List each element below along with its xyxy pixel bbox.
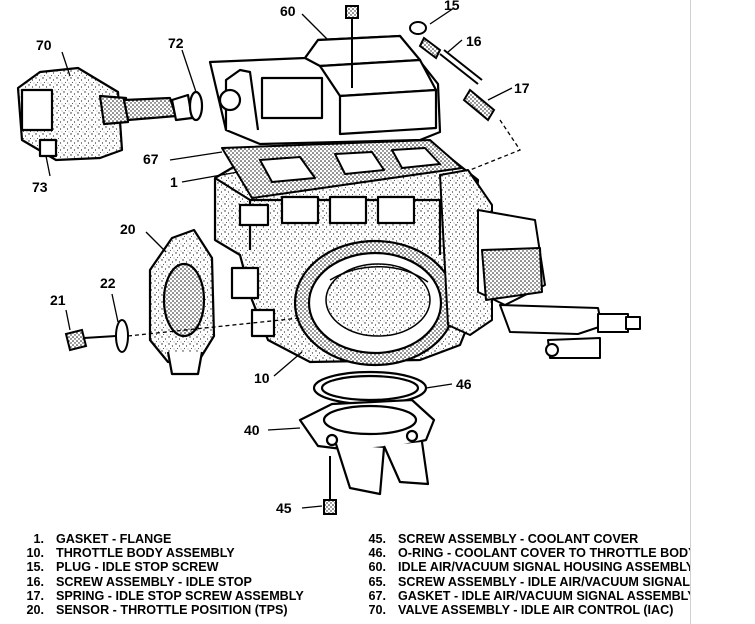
- legend-row: 67. GASKET - IDLE AIR/VACUUM SIGNAL ASSEM…: [358, 589, 690, 603]
- callout-60: 60: [280, 3, 296, 19]
- legend-number: 16.: [26, 574, 44, 589]
- idle-air-gasket: [221, 139, 463, 199]
- legend-number: 67.: [368, 588, 386, 603]
- tps-screw: [64, 328, 117, 352]
- callout-67: 67: [143, 151, 159, 167]
- legend-row: 60. IDLE AIR/VACUUM SIGNAL HOUSING ASSEMB…: [358, 560, 690, 574]
- legend-row: 1. GASKET - FLANGE: [16, 532, 346, 546]
- page-edge-divider: [690, 0, 691, 624]
- throttle-body-exploded-diagram: 60 15 16 17 70 72 67 1 73 20 22 21 10 46…: [16, 0, 641, 516]
- callout-22: 22: [100, 275, 116, 291]
- legend-row: 45. SCREW ASSEMBLY - COOLANT COVER: [358, 532, 690, 546]
- coolant-cover-screw: [323, 456, 337, 515]
- legend-number: 15.: [26, 560, 44, 575]
- idle-stop-parts: [409, 21, 496, 122]
- callout-15: 15: [444, 0, 460, 13]
- throttle-linkage: [439, 169, 641, 359]
- legend-description: SCREW ASSEMBLY - IDLE AIR/VACUUM SIGNAL: [398, 574, 690, 589]
- callout-40: 40: [244, 422, 260, 438]
- legend-row: 70. VALVE ASSEMBLY - IDLE AIR CONTROL (IA…: [358, 603, 690, 617]
- legend-column-left: 1. GASKET - FLANGE 10. THROTTLE BODY ASSEM…: [16, 532, 346, 617]
- callout-73: 73: [32, 179, 48, 195]
- throttle-body-assembly: [213, 148, 480, 367]
- legend-row: 46. O-RING - COOLANT COVER TO THROTTLE BO…: [358, 546, 690, 560]
- legend-description: VALVE ASSEMBLY - IDLE AIR CONTROL (IAC): [398, 602, 674, 617]
- coolant-cover: [298, 398, 436, 496]
- image-viewer: 60 15 16 17 70 72 67 1 73 20 22 21 10 46…: [16, 0, 690, 624]
- legend-number: 70.: [368, 602, 386, 617]
- legend-description: SENSOR - THROTTLE POSITION (TPS): [56, 602, 288, 617]
- callout-17: 17: [514, 80, 530, 96]
- iac-valve: [16, 66, 204, 162]
- legend-description: SPRING - IDLE STOP SCREW ASSEMBLY: [56, 588, 304, 603]
- legend-number: 1.: [33, 532, 44, 546]
- legend-number: 45.: [368, 532, 386, 546]
- legend-description: GASKET - IDLE AIR/VACUUM SIGNAL ASSEMBLY: [398, 588, 690, 603]
- callout-16: 16: [466, 33, 482, 49]
- legend-row: 17. SPRING - IDLE STOP SCREW ASSEMBLY: [16, 589, 346, 603]
- legend-description: IDLE AIR/VACUUM SIGNAL HOUSING ASSEMBLY: [398, 560, 690, 575]
- legend-number: 46.: [368, 546, 386, 561]
- legend-row: 10. THROTTLE BODY ASSEMBLY: [16, 546, 346, 560]
- legend-description: THROTTLE BODY ASSEMBLY: [56, 546, 235, 561]
- legend-row: 16. SCREW ASSEMBLY - IDLE STOP: [16, 575, 346, 589]
- parts-legend: 1. GASKET - FLANGE 10. THROTTLE BODY ASSEM…: [16, 532, 690, 624]
- legend-row: 65. SCREW ASSEMBLY - IDLE AIR/VACUUM SIGN…: [358, 575, 690, 589]
- callout-72: 72: [168, 35, 184, 51]
- legend-column-right: 45. SCREW ASSEMBLY - COOLANT COVER 46. O-R…: [358, 532, 690, 617]
- page-gutter: [690, 0, 755, 624]
- callout-70: 70: [36, 37, 52, 53]
- legend-description: SCREW ASSEMBLY - IDLE STOP: [56, 574, 252, 589]
- callout-21: 21: [50, 292, 66, 308]
- iac-housing: [208, 34, 442, 146]
- legend-row: 20. SENSOR - THROTTLE POSITION (TPS): [16, 603, 346, 617]
- legend-number: 60.: [368, 560, 386, 575]
- leader-lines: [45, 7, 521, 509]
- legend-number: 17.: [26, 588, 44, 603]
- legend-description: O-RING - COOLANT COVER TO THROTTLE BODY: [398, 546, 690, 561]
- callout-20: 20: [120, 221, 136, 237]
- legend-row: 15. PLUG - IDLE STOP SCREW: [16, 560, 346, 574]
- legend-description: GASKET - FLANGE: [56, 532, 172, 546]
- legend-description: PLUG - IDLE STOP SCREW: [56, 560, 219, 575]
- legend-number: 20.: [26, 602, 44, 617]
- callout-1: 1: [170, 174, 178, 190]
- callout-46: 46: [456, 376, 472, 392]
- callout-45: 45: [276, 500, 292, 516]
- callout-10: 10: [254, 370, 270, 386]
- legend-number: 65.: [368, 574, 386, 589]
- tps-sensor: [148, 228, 216, 376]
- iac-housing-screw: [345, 5, 359, 88]
- legend-number: 10.: [26, 546, 44, 561]
- legend-description: SCREW ASSEMBLY - COOLANT COVER: [398, 532, 639, 546]
- tps-gasket: [115, 319, 129, 353]
